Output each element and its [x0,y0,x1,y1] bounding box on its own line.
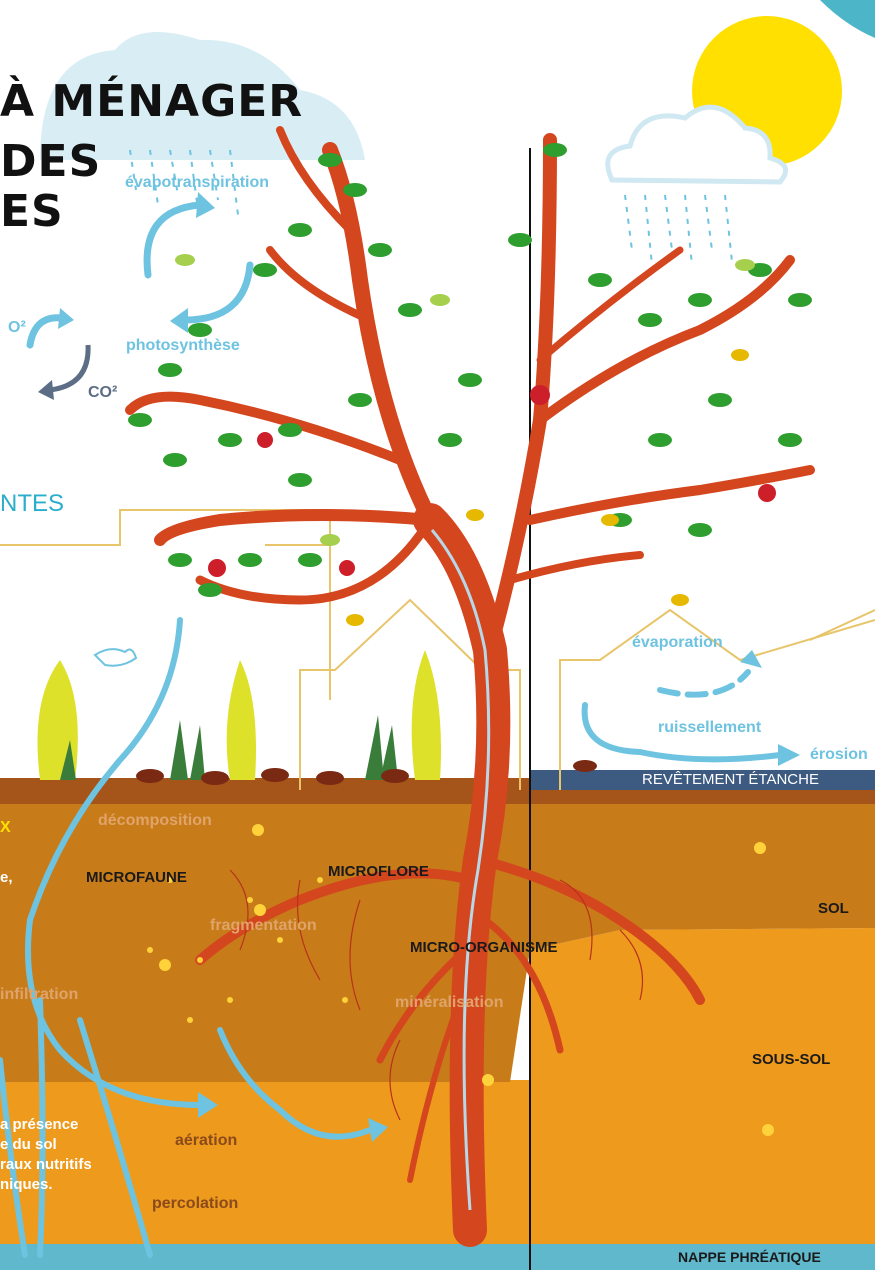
co2-arrowhead [38,380,54,400]
house-outlines [0,509,875,790]
ground-plants [37,650,441,780]
yellow-leaves [346,349,749,626]
ground-layers [0,770,875,1270]
label-microflore: MICROFLORE [328,863,429,880]
soil-layer [0,800,875,1082]
sealed-surface-band [530,770,875,790]
title-line-3: ES [0,186,64,237]
corner-shape [820,0,875,38]
label-percolation: percolation [152,1195,239,1212]
label-infiltration: infiltration [0,986,79,1003]
label-micro-organisme: MICRO-ORGANISME [410,939,558,956]
soil-particles [147,877,348,1023]
label-aeration: aération [175,1132,238,1149]
label-photosynthese: photosynthèse [126,337,240,354]
co2-arrow [49,344,91,393]
label-o2: O² [8,319,26,336]
water-paragraph-line: niques. [0,1176,53,1193]
label-evaporation: évaporation [632,634,723,651]
title-cloud [40,32,365,160]
light-leaves [175,254,755,546]
water-paragraph: a présence e du sol raux nutritifs nique… [0,1115,92,1195]
label-evapotranspiration: évapotranspiration [125,174,270,191]
side-fragment: e, [0,869,13,886]
label-nappe-phreatique: NAPPE PHRÉATIQUE [678,1249,821,1265]
water-flow-arrows [0,617,783,1258]
apples [208,385,776,577]
label-sol: SOL [818,900,849,917]
fine-roots [229,869,644,1121]
title-line-2: DES [0,136,102,187]
water-paragraph-line: e du sol [0,1136,57,1153]
label-mineralisation: minéralisation [395,994,504,1011]
rain-streaks [129,149,733,266]
plants-heading: NTES [0,490,65,517]
rain-cloud [605,104,789,185]
water-paragraph-line: a présence [0,1116,79,1133]
crawling-insects [159,824,774,1136]
grass [60,715,398,780]
section-marker: X [0,819,11,836]
label-decomposition: décomposition [98,812,212,829]
label-sous-sol: SOUS-SOL [752,1051,831,1068]
subsoil-layer [0,1080,875,1245]
cycle-arrows [26,192,254,349]
label-erosion: érosion [810,746,868,763]
label-revetement-etanche: REVÊTEMENT ÉTANCHE [642,771,819,788]
sap-line [430,529,491,1211]
label-ruissellement: ruissellement [658,719,762,736]
leaf-litter [136,760,597,785]
water-paragraph-line: raux nutritifs [0,1156,92,1173]
label-co2: CO² [88,384,118,401]
label-microfaune: MICROFAUNE [86,869,187,886]
foliage [128,143,812,597]
bird [93,648,138,667]
flow-arrowheads [198,650,800,1142]
title-line-1: À MÉNAGER [0,76,304,127]
label-fragmentation: fragmentation [210,917,317,934]
